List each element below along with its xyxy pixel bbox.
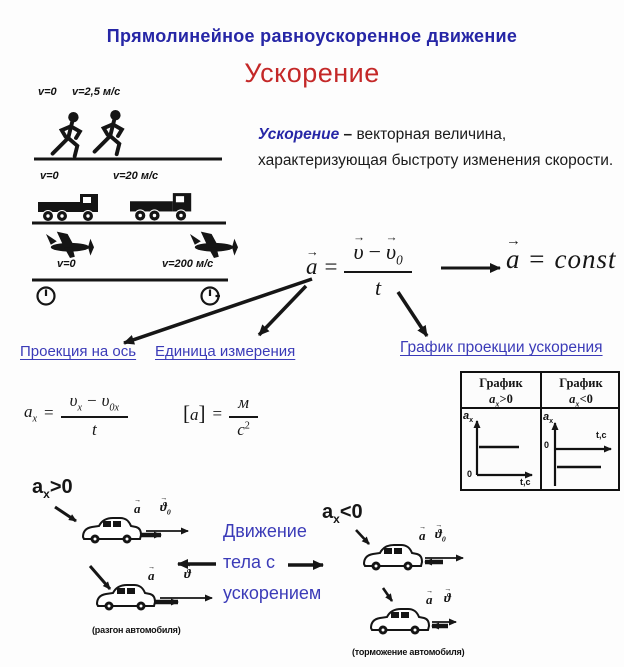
a-vector-label: a (426, 592, 433, 608)
a-vector-symbol: a (506, 244, 521, 275)
graph-table-header-negative: График ax<0 (542, 373, 620, 409)
definition-line2: характеризующая быстроту изменения скоро… (258, 152, 614, 169)
const-text: = const (527, 244, 617, 274)
decel-car1-block: a ϑ0 (363, 526, 493, 578)
planes-v1-label: v=200 м/с (162, 258, 214, 270)
projection-formula: ax = υx − υ0x t (24, 385, 128, 440)
car-drawing (363, 544, 464, 571)
decel-car2-block: a ϑ (370, 590, 500, 642)
origin-label: 0 (467, 469, 473, 479)
definition-term: Ускорение (258, 126, 340, 143)
unit-formula: [a] = м с2 (183, 387, 258, 440)
fraction-bar (344, 271, 412, 274)
y-axis-label: ax (543, 411, 554, 426)
fraction-bar (60, 416, 128, 419)
runners-drawing (34, 108, 222, 161)
a-vector-symbol: a (306, 254, 318, 280)
trucks-drawing (32, 192, 226, 225)
speed-examples-panel: v=0 v=2,5 м/с v=0 v=20 м/с v=0 v=200 м/с (30, 84, 262, 312)
projection-fraction: υx − υ0x t (60, 385, 128, 440)
unit-fraction: м с2 (229, 387, 258, 440)
ax-symbol: ax (24, 401, 38, 424)
v0-vector-label: ϑ0 (160, 499, 171, 517)
graph-negative (551, 422, 612, 486)
trucks-v1-label: v=20 м/с (113, 170, 159, 182)
graph-positive (473, 420, 533, 479)
page-title: Прямолинейное равноускоренное движение (106, 26, 518, 46)
arrow-accel-cond-to-car1 (54, 505, 77, 523)
v-vector-symbol: υ (353, 239, 363, 265)
v-vector-label: ϑ (184, 566, 191, 582)
accel-caption: (разгон автомобиля) (92, 625, 181, 635)
origin-label: 0 (544, 440, 550, 450)
link-motion-with-acceleration[interactable]: Движение тела с ускорением (223, 521, 322, 603)
accel-car2-block: a ϑ (96, 566, 226, 618)
bracketed-a: [a] (183, 401, 206, 425)
car-drawing (370, 608, 457, 635)
v0-vector: υ0 (386, 239, 403, 268)
v-vector-label: ϑ (444, 590, 451, 606)
velocity-fraction: υ − υ0 t (344, 233, 412, 301)
a-vector-label: a (419, 528, 426, 544)
v0-vector-label: ϑ0 (435, 526, 446, 544)
runners-v1-label: v=2,5 м/с (72, 86, 121, 98)
condition-ax-negative: ax<0 (322, 501, 363, 526)
graph-negative-cell: ax 0 t,c (542, 409, 620, 491)
acceleration-definition: Ускорение – векторная величина, характер… (258, 122, 622, 174)
definition-line1: векторная величина, (356, 126, 507, 143)
acceleration-graph-table: График ax>0 График ax<0 ax 0 t,c (460, 371, 620, 491)
trucks-v0-label: v=0 (40, 170, 59, 182)
fraction-bar (229, 416, 258, 418)
page-subtitle: Ускорение (244, 58, 380, 88)
x-axis-label: t,c (520, 477, 531, 487)
minus-sign: − (368, 239, 382, 264)
planes-v0-label: v=0 (57, 258, 76, 270)
car-drawing (96, 584, 213, 611)
a-vector-label: a (134, 501, 141, 517)
link-graph[interactable]: График проекции ускорения (400, 339, 603, 356)
clock-icon (36, 286, 220, 306)
y-axis-label: ax (463, 410, 474, 425)
car-drawing (82, 517, 189, 544)
arrow-formula-to-unit (257, 284, 308, 337)
graph-table-header-positive: График ax>0 (462, 373, 542, 409)
runners-v0-label: v=0 (38, 86, 57, 98)
link-unit[interactable]: Единица измерения (155, 343, 296, 360)
condition-ax-positive: ax>0 (32, 476, 73, 501)
x-axis-label: t,c (596, 430, 607, 440)
a-vector-label: a (148, 568, 155, 584)
equals-sign: = (324, 254, 338, 280)
link-projection[interactable]: Проекция на ось (20, 343, 137, 360)
acceleration-formula: a = υ − υ0 t (306, 233, 412, 301)
graph-positive-cell: ax 0 t,c (462, 409, 542, 491)
time-symbol: t (375, 275, 382, 301)
definition-dash: – (343, 126, 353, 143)
planes-drawing (32, 231, 238, 282)
speed-examples-illustration (32, 108, 238, 306)
decel-caption: (торможение автомобиля) (352, 647, 465, 657)
a-const-formula: a = const (506, 244, 616, 275)
accel-car1-block: a ϑ0 (82, 499, 212, 551)
